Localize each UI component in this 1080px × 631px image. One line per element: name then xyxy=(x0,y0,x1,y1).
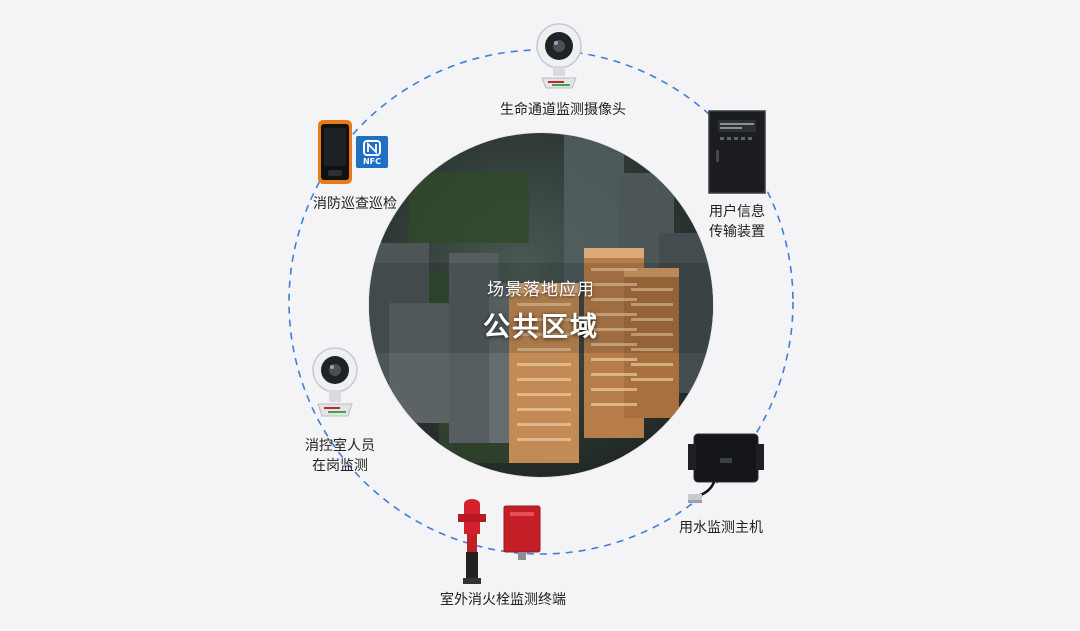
nfc-symbol-icon xyxy=(363,140,381,156)
water-monitor-label: 用水监测主机 xyxy=(679,520,763,536)
nfc-text: NFC xyxy=(362,157,382,166)
outdoor-hydrant-label: 室外消火栓监测终端 xyxy=(440,592,566,608)
camera-icon xyxy=(312,347,358,417)
rugged-phone-icon xyxy=(318,120,352,184)
control-room-label-line2: 在岗监测 xyxy=(312,458,368,474)
nfc-tag-icon: NFC xyxy=(356,136,388,168)
control-room-label-line1: 消控室人员 xyxy=(305,438,375,454)
patrol-label: 消防巡查巡检 xyxy=(313,196,397,212)
user-info-label: 用户信息 传输装置 xyxy=(698,202,776,242)
transmission-cabinet-icon xyxy=(708,110,766,194)
center-subtitle: 场景落地应用 xyxy=(487,280,595,300)
lifeline-camera-label: 生命通道监测摄像头 xyxy=(500,102,626,118)
center-scene: 场景落地应用 公共区域 xyxy=(369,133,713,477)
user-info-label-line1: 用户信息 xyxy=(709,204,765,220)
center-title: 公共区域 xyxy=(483,312,599,343)
user-info-label-line2: 传输装置 xyxy=(709,224,765,240)
camera-icon xyxy=(536,23,582,89)
water-monitor-host-icon xyxy=(688,433,764,503)
city-buildings-illustration xyxy=(369,133,713,463)
control-room-label: 消控室人员 在岗监测 xyxy=(290,436,390,476)
fire-hydrant-icon xyxy=(458,499,541,584)
